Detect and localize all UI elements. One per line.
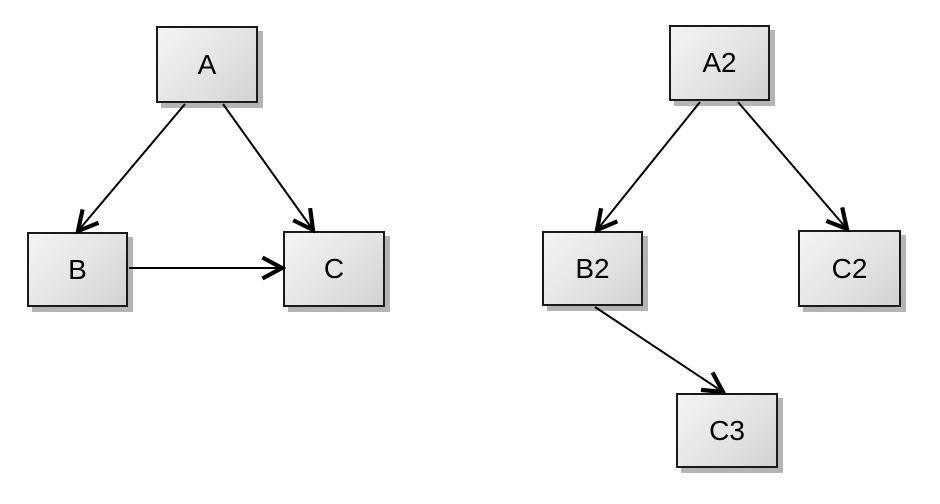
graph-node-A: A bbox=[156, 26, 258, 103]
edge-A2-to-C2 bbox=[737, 101, 847, 229]
edge-A-to-C bbox=[222, 103, 313, 230]
graph-node-A2: A2 bbox=[669, 25, 770, 101]
node-label-B2: B2 bbox=[575, 252, 610, 284]
graph-node-B2: B2 bbox=[542, 231, 643, 306]
graph-node-C3: C3 bbox=[676, 393, 778, 468]
graph-node-B: B bbox=[27, 232, 128, 307]
edge-B2-to-C3 bbox=[594, 306, 723, 392]
node-label-C2: C2 bbox=[831, 252, 868, 284]
node-label-C: C bbox=[323, 253, 345, 284]
node-label-C3: C3 bbox=[709, 414, 745, 446]
edge-A2-to-B2 bbox=[597, 101, 701, 230]
node-label-A2: A2 bbox=[702, 47, 737, 78]
edge-A-to-B bbox=[78, 103, 186, 231]
graph-node-C: C bbox=[283, 231, 385, 307]
node-label-B: B bbox=[68, 253, 87, 285]
graph-node-C2: C2 bbox=[798, 230, 901, 307]
node-label-A: A bbox=[197, 48, 217, 80]
